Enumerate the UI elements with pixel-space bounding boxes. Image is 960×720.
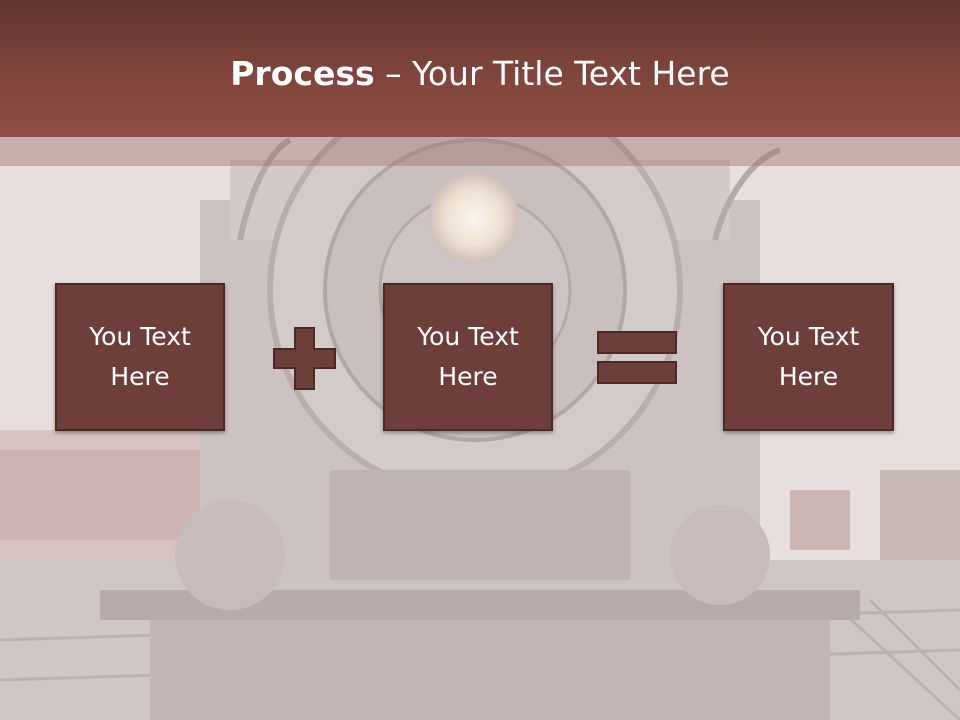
title-bold: Process — [230, 54, 375, 93]
slide-title[interactable]: Process – Your Title Text Here — [0, 52, 960, 96]
process-box-2[interactable]: You Text Here — [383, 283, 553, 431]
process-box-1[interactable]: You Text Here — [55, 283, 225, 431]
plus-icon — [273, 327, 336, 390]
title-accent-strip — [0, 137, 960, 166]
title-bar — [0, 0, 960, 137]
equals-icon — [597, 331, 677, 384]
process-box-3[interactable]: You Text Here — [723, 283, 894, 431]
process-box-3-line1: You Text — [757, 322, 860, 351]
title-rest: – Your Title Text Here — [374, 54, 730, 93]
process-box-1-line1: You Text — [89, 322, 191, 351]
process-box-1-line2: Here — [110, 362, 170, 391]
process-box-3-line2: Here — [778, 362, 839, 391]
process-box-2-line2: Here — [438, 362, 498, 391]
process-box-2-line1: You Text — [417, 322, 519, 351]
